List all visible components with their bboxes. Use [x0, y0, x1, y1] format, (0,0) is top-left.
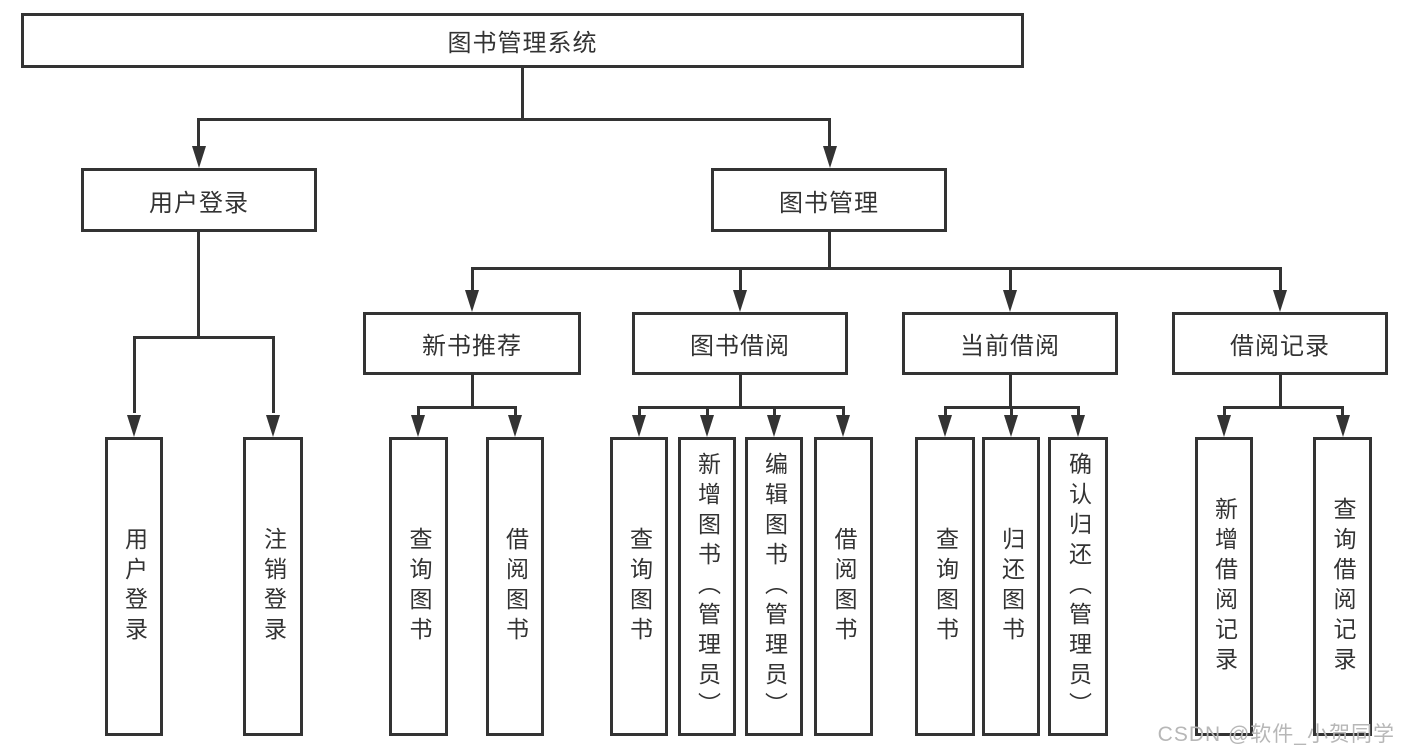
node-label: 新增图书（管理员） — [694, 451, 721, 722]
node-label: 查询借阅记录 — [1330, 496, 1356, 677]
connector-line — [471, 267, 1281, 270]
connector-line — [417, 406, 420, 418]
connector-arrowhead — [411, 415, 425, 437]
leaf-confirm-return-admin: 确认归还（管理员） — [1048, 437, 1108, 736]
connector-line — [1279, 375, 1282, 409]
node-user-login: 用户登录 — [81, 168, 317, 232]
leaf-borrow-books: 借阅图书 — [814, 437, 873, 736]
leaf-query-books-recommend: 查询图书 — [389, 437, 448, 736]
node-label: 查询图书 — [626, 526, 653, 647]
connector-line — [133, 336, 275, 339]
node-label: 新增借阅记录 — [1211, 496, 1238, 677]
node-book-management: 图书管理 — [711, 168, 947, 232]
node-label: 图书管理系统 — [447, 30, 598, 57]
leaf-query-books-current: 查询图书 — [915, 437, 975, 736]
connector-line — [842, 406, 845, 418]
connector-line — [1009, 375, 1012, 409]
connector-line — [133, 336, 136, 413]
connector-line — [739, 267, 742, 293]
leaf-add-borrow-record: 新增借阅记录 — [1195, 437, 1253, 736]
connector-line — [638, 406, 641, 418]
connector-line — [1223, 406, 1344, 409]
node-label: 用户登录 — [149, 189, 249, 217]
node-label: 借阅图书 — [502, 526, 529, 647]
connector-arrowhead — [767, 415, 781, 437]
connector-line — [417, 406, 517, 409]
connector-line — [706, 406, 709, 418]
connector-arrowhead — [1273, 290, 1287, 312]
connector-line — [197, 118, 200, 148]
csdn-watermark: CSDN @软件_小贺同学 — [1157, 723, 1395, 746]
connector-line — [521, 66, 524, 121]
connector-line — [1341, 406, 1344, 418]
node-library-management-system: 图书管理系统 — [21, 13, 1024, 68]
leaf-return-book: 归还图书 — [982, 437, 1040, 736]
leaf-query-borrow-record: 查询借阅记录 — [1313, 437, 1372, 736]
connector-arrowhead — [700, 415, 714, 437]
connector-arrowhead — [1336, 415, 1350, 437]
node-label: 用户登录 — [121, 526, 148, 647]
connector-arrowhead — [508, 415, 522, 437]
leaf-borrow-books-recommend: 借阅图书 — [486, 437, 544, 736]
node-label: 图书借阅 — [690, 333, 790, 360]
node-label: 查询图书 — [932, 526, 959, 647]
node-label: 归还图书 — [998, 526, 1025, 647]
node-current-borrowing: 当前借阅 — [902, 312, 1118, 375]
connector-arrowhead — [733, 290, 747, 312]
connector-line — [773, 406, 776, 418]
connector-line — [1279, 267, 1282, 293]
connector-line — [471, 375, 474, 409]
connector-arrowhead — [1217, 415, 1231, 437]
node-label: 当前借阅 — [960, 333, 1060, 360]
connector-arrowhead — [192, 146, 206, 168]
connector-line — [1009, 267, 1012, 293]
connector-arrowhead — [938, 415, 952, 437]
connector-arrowhead — [465, 290, 479, 312]
node-new-book-recommendation: 新书推荐 — [363, 312, 581, 375]
node-label: 注销登录 — [260, 526, 287, 647]
node-label: 编辑图书（管理员） — [761, 451, 788, 722]
connector-arrowhead — [836, 415, 850, 437]
connector-line — [828, 118, 831, 148]
connector-line — [1010, 406, 1013, 418]
connector-line — [197, 232, 200, 339]
connector-arrowhead — [1003, 290, 1017, 312]
leaf-edit-book-admin: 编辑图书（管理员） — [745, 437, 803, 736]
connector-line — [638, 406, 845, 409]
connector-line — [944, 406, 947, 418]
connector-line — [197, 118, 831, 121]
connector-line — [1077, 406, 1080, 418]
connector-arrowhead — [632, 415, 646, 437]
connector-line — [828, 232, 831, 270]
node-label: 查询图书 — [406, 526, 432, 647]
node-label: 借阅图书 — [831, 526, 857, 647]
connector-line — [514, 406, 517, 418]
connector-line — [739, 375, 742, 409]
node-label: 新书推荐 — [422, 333, 522, 360]
connector-arrowhead — [266, 415, 280, 437]
node-book-borrowing: 图书借阅 — [632, 312, 848, 375]
node-borrowing-records: 借阅记录 — [1172, 312, 1388, 375]
connector-arrowhead — [1004, 415, 1018, 437]
connector-arrowhead — [1071, 415, 1085, 437]
leaf-user-login: 用户登录 — [105, 437, 163, 736]
connector-arrowhead — [823, 146, 837, 168]
connector-line — [1223, 406, 1226, 418]
leaf-logout: 注销登录 — [243, 437, 303, 736]
leaf-query-books-borrow: 查询图书 — [610, 437, 668, 736]
connector-line — [272, 336, 275, 413]
connector-arrowhead — [127, 415, 141, 437]
node-label: 确认归还（管理员） — [1065, 451, 1092, 722]
node-label: 图书管理 — [779, 189, 879, 217]
connector-line — [471, 267, 474, 293]
leaf-add-book-admin: 新增图书（管理员） — [678, 437, 736, 736]
node-label: 借阅记录 — [1230, 333, 1330, 360]
